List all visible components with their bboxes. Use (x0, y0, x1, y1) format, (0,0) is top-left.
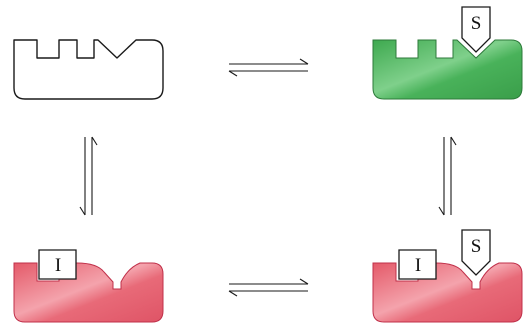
equilibrium-arrow-bottom (228, 278, 309, 297)
equilibrium-arrow-left (79, 136, 98, 216)
inhibitor-molecule (38, 249, 77, 280)
inhibitor-label: I (55, 255, 61, 276)
enzyme-substrate-complex: S (372, 6, 523, 100)
equilibrium-arrow-top (228, 58, 309, 77)
enzyme-substrate-inhibitor-complex: I S (372, 229, 523, 323)
substrate-molecule (461, 6, 491, 53)
substrate-molecule-2 (461, 229, 491, 276)
enzyme-free (13, 39, 164, 100)
enzyme-inhibitor-complex: I (13, 249, 164, 323)
inhibitor-label-2: I (415, 255, 421, 276)
substrate-label-2: S (471, 236, 482, 257)
enzyme-inhibited-bound (372, 262, 523, 323)
enzyme-active (372, 39, 523, 100)
substrate-label: S (471, 13, 482, 34)
inhibitor-molecule-2 (398, 249, 437, 280)
enzyme-inhibited (13, 262, 164, 323)
equilibrium-arrow-right (438, 136, 457, 216)
